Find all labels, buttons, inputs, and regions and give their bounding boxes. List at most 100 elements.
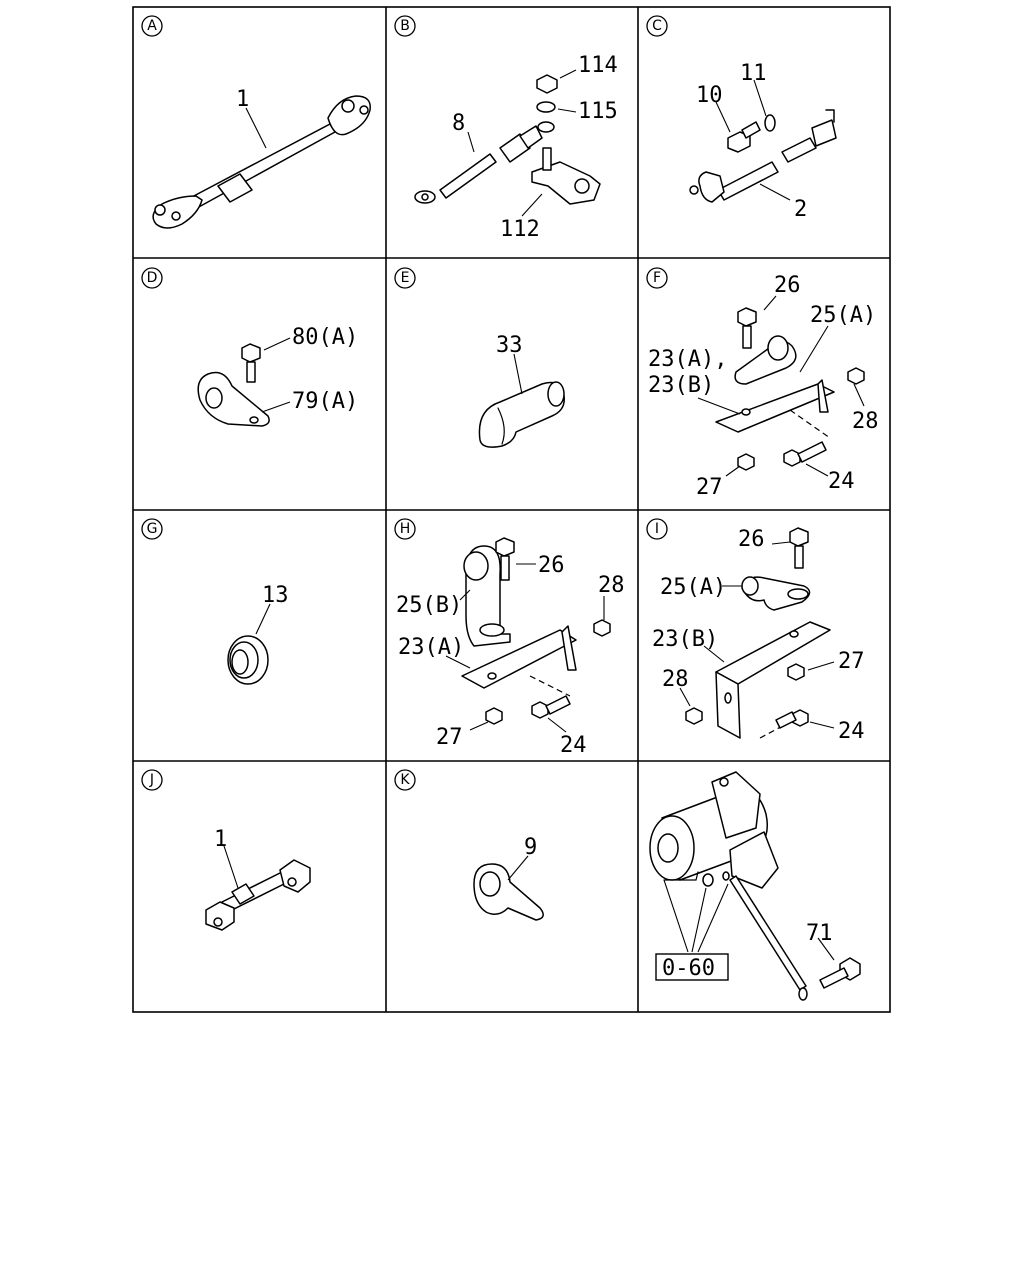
callout-f-27: 27 [696, 475, 723, 500]
svg-text:B: B [400, 18, 410, 34]
callout-f-28: 28 [852, 409, 879, 434]
terminal-boot-33 [478, 381, 565, 448]
callout-j-1: 1 [214, 827, 227, 852]
cell-g-drawing: 13 [227, 583, 289, 685]
nut-27 [485, 707, 503, 725]
bracket-23 [715, 383, 835, 433]
cell-marker-d: D [141, 267, 163, 289]
bracket-23b [715, 621, 831, 685]
motor-bracket [729, 831, 779, 889]
callout-h-26: 26 [538, 553, 565, 578]
bolt-24 [531, 701, 549, 719]
cell-h-drawing: 26 25(B) 28 23(A) 27 24 [396, 537, 625, 758]
callout-f-26: 26 [774, 273, 801, 298]
cell-marker-g: G [141, 518, 163, 540]
callout-g-13: 13 [262, 583, 289, 608]
cell-e-drawing: 33 [478, 333, 565, 448]
callout-h-25b: 25(B) [396, 593, 462, 618]
clip-79a [197, 371, 270, 427]
cell-k-drawing: 9 [473, 835, 544, 921]
callout-f-25a: 25(A) [810, 303, 876, 328]
callout-i-26: 26 [738, 527, 765, 552]
callout-b-112: 112 [500, 217, 540, 242]
callout-f-23b: 23(B) [648, 373, 714, 398]
callout-71: 71 [806, 921, 833, 946]
clip-25a [741, 576, 811, 611]
cell-marker-e: E [394, 267, 416, 289]
cell-f-drawing: 26 25(A) 23(A), 23(B) 28 27 24 [648, 273, 879, 500]
cell-marker-k: K [394, 769, 416, 791]
cable-sleeve [217, 173, 253, 203]
svg-text:H: H [400, 521, 411, 537]
cell-l-drawing: 71 0-60 [649, 771, 861, 1001]
motor-flange [711, 771, 761, 839]
callout-e-33: 33 [496, 333, 523, 358]
terminal-112 [531, 161, 601, 205]
svg-text:I: I [655, 521, 659, 537]
terminal-clamp-right [327, 95, 371, 136]
bolt-24 [783, 449, 801, 467]
washer [537, 121, 555, 133]
nut-27 [787, 663, 805, 681]
bolt-10 [727, 131, 751, 153]
callout-c-2: 2 [794, 197, 807, 222]
svg-text:G: G [147, 521, 158, 537]
cell-marker-b: B [394, 15, 416, 37]
callout-d-79a: 79(A) [292, 389, 358, 414]
callout-h-23a: 23(A) [398, 635, 464, 660]
nut-28 [685, 707, 703, 725]
bolt-26 [495, 537, 515, 557]
battery-cable-body [189, 123, 336, 209]
callout-k-9: 9 [524, 835, 537, 860]
nut-27 [737, 453, 755, 471]
callout-h-24: 24 [560, 733, 587, 758]
callout-f-23a: 23(A), [648, 347, 727, 372]
nut-114 [536, 74, 558, 94]
svg-text:A: A [147, 18, 157, 34]
terminal-right [279, 859, 311, 893]
callout-ref-0-60: 0-60 [662, 956, 715, 981]
callout-d-80a: 80(A) [292, 325, 358, 350]
terminal-left [205, 901, 235, 931]
cell-j-drawing: 1 [205, 827, 311, 931]
svg-text:C: C [652, 18, 662, 34]
callout-i-24: 24 [838, 719, 865, 744]
washer-115 [536, 101, 556, 113]
ground-strap [729, 875, 807, 991]
cell-marker-c: C [646, 15, 668, 37]
cell-a-drawing: 1 [152, 87, 371, 229]
cell-marker-h: H [394, 518, 416, 540]
callout-i-28: 28 [662, 667, 689, 692]
callout-h-27: 27 [436, 725, 463, 750]
clamp-terminal [698, 171, 725, 203]
svg-text:K: K [400, 772, 410, 788]
cell-marker-f: F [646, 267, 668, 289]
cell-marker-a: A [141, 15, 163, 37]
callout-i-23b: 23(B) [652, 627, 718, 652]
callout-c-10: 10 [696, 83, 723, 108]
bolt-26 [789, 527, 809, 547]
svg-text:D: D [147, 270, 158, 286]
nut-28 [593, 619, 611, 637]
callout-f-24: 24 [828, 469, 855, 494]
callout-i-25a: 25(A) [660, 575, 726, 600]
cell-c-drawing: 10 11 2 [689, 61, 837, 222]
cable-8 [439, 153, 497, 199]
svg-text:J: J [149, 772, 154, 788]
bolt-26 [737, 307, 757, 327]
cell-i-drawing: 26 25(A) 23(B) 27 28 24 [652, 527, 865, 744]
cell-marker-i: I [646, 518, 668, 540]
washer-11 [764, 114, 776, 132]
callout-b-114: 114 [578, 53, 618, 78]
callout-h-28: 28 [598, 573, 625, 598]
bolt-80a [241, 343, 261, 363]
cable-lug [811, 119, 837, 147]
cell-b-drawing: 114 115 8 112 [414, 53, 618, 242]
callout-i-27: 27 [838, 649, 865, 674]
cell-d-drawing: 80(A) 79(A) [197, 325, 358, 427]
cable-2 [717, 161, 779, 201]
reference-box [655, 953, 729, 981]
svg-text:E: E [401, 270, 410, 286]
nut-28 [847, 367, 865, 385]
